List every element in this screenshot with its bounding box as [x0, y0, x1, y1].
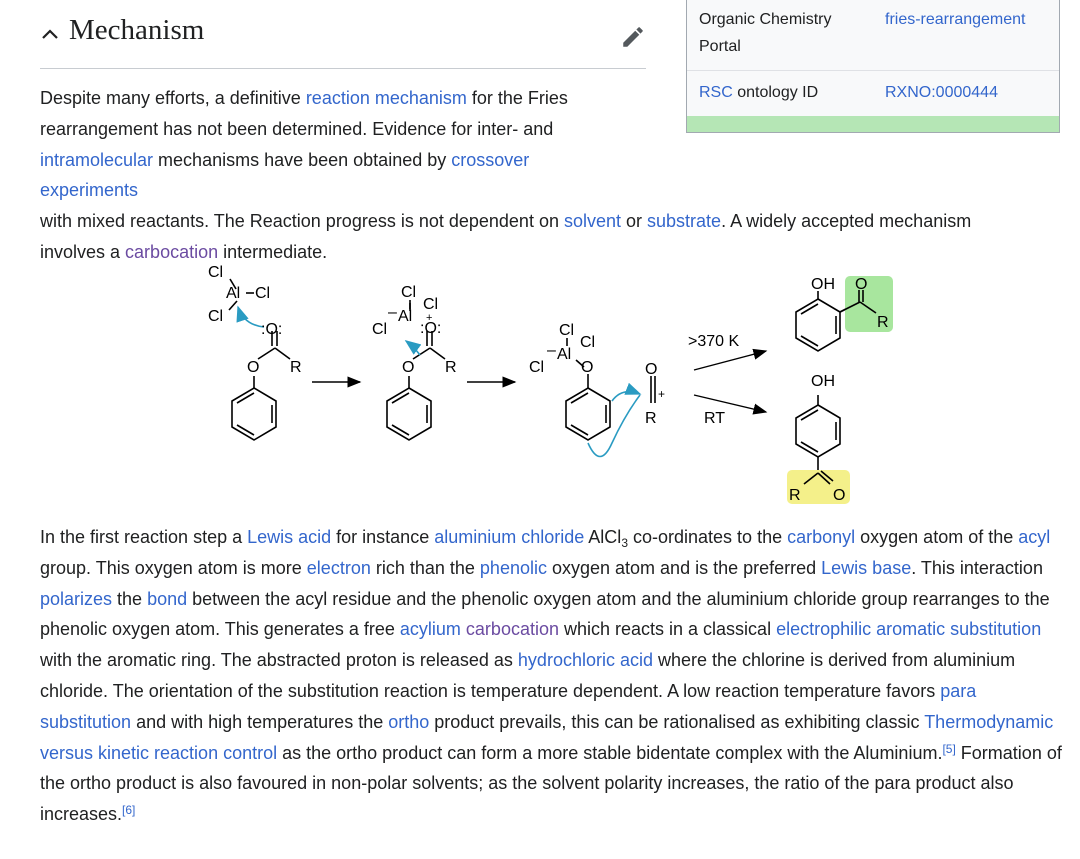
link-electron[interactable]: electron	[306, 557, 371, 578]
link-carbocation-2[interactable]: carbocation	[465, 619, 559, 640]
svg-text:Cl: Cl	[559, 322, 574, 339]
ref-5[interactable]: [5]	[942, 741, 956, 756]
link-substrate[interactable]: substrate	[647, 211, 722, 232]
infobox-label: Organic Chemistry Portal	[699, 11, 832, 55]
paragraph-mechanism-intro: Despite many efforts, a definitive react…	[40, 88, 972, 262]
svg-text:O: O	[402, 359, 414, 376]
infobox-row-portal: Organic Chemistry Portal fries-rearrange…	[687, 0, 1059, 71]
svg-text:OH: OH	[811, 373, 835, 390]
svg-text:Cl: Cl	[208, 264, 223, 281]
reaction-scheme: Cl Al Cl Cl :O: O R Cl Cl Al – Cl :O: + …	[208, 264, 893, 504]
link-ortho[interactable]: ortho	[388, 711, 430, 732]
svg-text::O:: :O:	[261, 321, 282, 338]
section-heading: Mechanism	[40, 0, 646, 69]
paragraph-mechanism-detail: In the first reaction step a Lewis acid …	[40, 527, 1062, 825]
svg-text:R: R	[445, 359, 457, 376]
svg-text:Cl: Cl	[372, 321, 387, 338]
svg-text:R: R	[789, 487, 801, 504]
svg-text:Cl: Cl	[255, 285, 270, 302]
link-crossover-experiments[interactable]: crossover experiments	[40, 149, 530, 201]
svg-text:+: +	[426, 312, 432, 324]
link-carbonyl[interactable]: carbonyl	[787, 527, 856, 547]
svg-text:O: O	[833, 487, 845, 504]
rsc-link[interactable]: RSC	[699, 84, 733, 101]
infobox-link-portal[interactable]: fries-rearrangement	[885, 11, 1026, 28]
ortho-highlight	[845, 276, 893, 332]
svg-text:Cl: Cl	[580, 334, 595, 351]
svg-text:R: R	[645, 410, 657, 427]
svg-text:O: O	[581, 359, 593, 376]
link-polarizes[interactable]: polarizes	[40, 588, 113, 609]
condition-room-temp: RT	[704, 410, 725, 427]
link-acylium[interactable]: acylium	[399, 619, 461, 640]
svg-text:+: +	[658, 387, 665, 401]
svg-text:OH: OH	[811, 276, 835, 293]
link-aluminium-chloride[interactable]: aluminium chloride	[434, 527, 585, 547]
svg-text:Cl: Cl	[529, 359, 544, 376]
link-lewis-acid[interactable]: Lewis acid	[247, 527, 332, 547]
svg-text:Al: Al	[557, 346, 571, 363]
link-reaction-mechanism[interactable]: reaction mechanism	[305, 88, 467, 108]
svg-text:R: R	[877, 314, 889, 331]
link-thermodynamic-kinetic-control[interactable]: Thermodynamic versus kinetic reaction co…	[40, 711, 1054, 763]
svg-text:Al: Al	[226, 285, 240, 302]
link-acyl[interactable]: acyl	[1018, 527, 1051, 547]
pencil-icon[interactable]	[620, 24, 646, 50]
link-electrophilic-aromatic-substitution[interactable]: electrophilic aromatic substitution	[776, 619, 1042, 640]
infobox-row-rsc: RSC ontology ID RXNO:0000444	[687, 70, 1059, 117]
svg-text:Cl: Cl	[423, 296, 438, 313]
link-phenolic[interactable]: phenolic	[479, 557, 547, 578]
link-intramolecular[interactable]: intramolecular	[40, 149, 154, 170]
svg-text:O: O	[645, 361, 657, 378]
link-lewis-base[interactable]: Lewis base	[821, 557, 912, 578]
svg-text:R: R	[290, 359, 302, 376]
svg-text:O: O	[855, 276, 867, 293]
infobox-label: RSC ontology ID	[699, 84, 819, 101]
ref-6[interactable]: [6]	[122, 803, 136, 818]
para-highlight	[787, 470, 850, 504]
svg-text:–: –	[547, 342, 556, 359]
link-bond[interactable]: bond	[147, 588, 188, 609]
condition-high-temp: >370 K	[688, 333, 739, 350]
svg-text:Al: Al	[398, 308, 412, 325]
link-carbocation[interactable]: carbocation	[125, 241, 219, 262]
infobox-footer-bar	[687, 116, 1059, 132]
svg-text:–: –	[388, 304, 397, 321]
link-solvent[interactable]: solvent	[563, 211, 622, 232]
section-title: Mechanism	[69, 14, 205, 46]
svg-text:Cl: Cl	[208, 308, 223, 325]
infobox: Organic Chemistry Portal fries-rearrange…	[686, 0, 1060, 133]
chevron-up-icon[interactable]	[40, 24, 60, 44]
link-hydrochloric-acid[interactable]: hydrochloric acid	[517, 650, 653, 671]
link-para-substitution[interactable]: para substitution	[40, 680, 977, 732]
infobox-link-rxno[interactable]: RXNO:0000444	[885, 84, 998, 101]
reaction-mechanism-figure[interactable]: Cl Al Cl Cl :O: O R Cl Cl Al – Cl :O: + …	[200, 255, 900, 510]
svg-text:Cl: Cl	[401, 284, 416, 301]
svg-text:O: O	[247, 359, 259, 376]
svg-text::O:: :O:	[420, 320, 441, 337]
